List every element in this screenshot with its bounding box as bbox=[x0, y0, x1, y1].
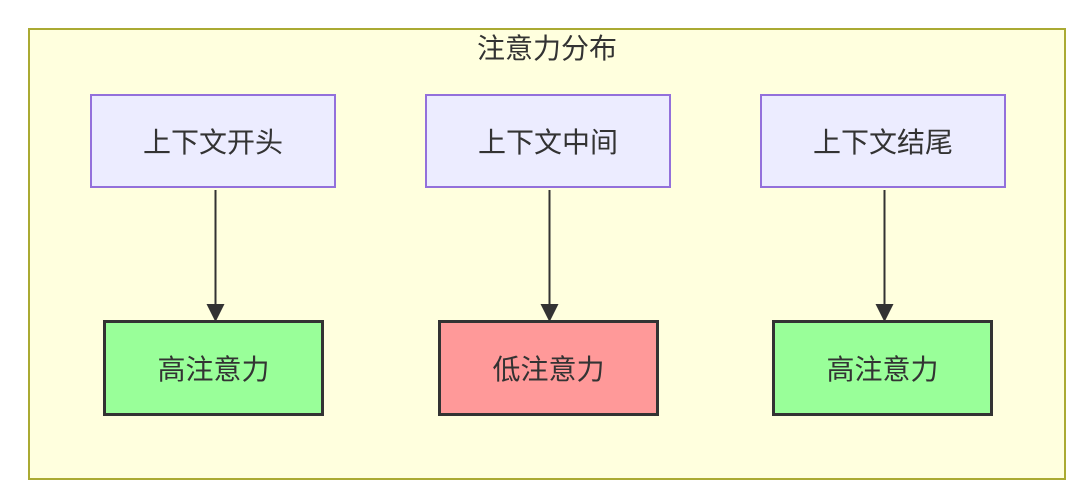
node-label: 高注意力 bbox=[157, 354, 270, 385]
node-low-attention-middle: 低注意力 bbox=[438, 320, 659, 416]
node-label: 上下文开头 bbox=[142, 127, 283, 158]
arrow-middle-to-low bbox=[540, 190, 559, 322]
node-label: 低注意力 bbox=[492, 354, 605, 385]
node-high-attention-left: 高注意力 bbox=[103, 320, 324, 416]
node-context-beginning: 上下文开头 bbox=[90, 94, 336, 188]
node-label: 上下文中间 bbox=[477, 127, 618, 158]
arrow-end-to-high bbox=[875, 190, 894, 322]
attention-distribution-cluster: 注意力分布 上下文开头 上下文中间 上下文结尾 bbox=[28, 28, 1066, 480]
node-label: 高注意力 bbox=[826, 354, 939, 385]
node-context-end: 上下文结尾 bbox=[760, 94, 1006, 188]
cluster-title: 注意力分布 bbox=[476, 33, 617, 64]
node-context-middle: 上下文中间 bbox=[425, 94, 671, 188]
node-label: 上下文结尾 bbox=[812, 127, 953, 158]
node-high-attention-right: 高注意力 bbox=[772, 320, 993, 416]
arrow-begin-to-high bbox=[206, 190, 225, 322]
